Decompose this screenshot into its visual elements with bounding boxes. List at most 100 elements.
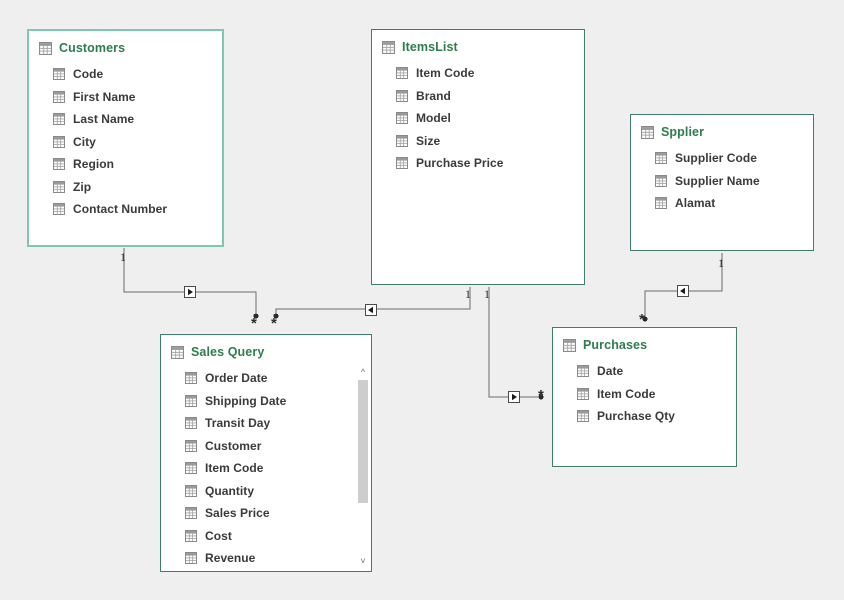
field-item[interactable]: Model — [396, 107, 584, 130]
field-label: Item Code — [597, 386, 656, 401]
field-item[interactable]: Purchase Qty — [577, 405, 736, 428]
field-item[interactable]: Zip — [53, 176, 222, 199]
arrow-right-icon[interactable] — [508, 391, 520, 403]
field-item[interactable]: Cost — [185, 525, 371, 548]
field-item[interactable]: First Name — [53, 86, 222, 109]
field-label: Code — [73, 67, 104, 82]
field-item[interactable]: Transit Day — [185, 412, 371, 435]
table-grid-icon — [171, 345, 184, 359]
field-item[interactable]: Revenue — [185, 547, 371, 570]
vertical-scrollbar[interactable]: ^˅ — [355, 365, 370, 569]
table-title-itemslist[interactable]: ItemsList — [372, 30, 584, 54]
field-item[interactable]: Quantity — [185, 480, 371, 503]
field-label: Item Code — [205, 461, 264, 476]
field-label: Contact Number — [73, 202, 168, 217]
field-label: First Name — [73, 89, 136, 104]
field-item[interactable]: Supplier Name — [655, 170, 813, 193]
field-grid-icon — [53, 113, 65, 126]
field-label: Last Name — [73, 112, 135, 127]
field-grid-icon — [53, 180, 65, 193]
field-grid-icon — [185, 552, 197, 565]
field-label: Sales Price — [205, 506, 270, 521]
arrow-left-icon[interactable] — [365, 304, 377, 316]
field-item[interactable]: Date — [577, 360, 736, 383]
field-item[interactable]: Region — [53, 153, 222, 176]
field-grid-icon — [396, 157, 408, 170]
table-grid-icon — [563, 338, 576, 352]
relationship-customers-salesquery[interactable] — [123, 248, 259, 319]
field-item[interactable]: Contact Number — [53, 198, 222, 221]
cardinality-label-purchases-many-b: * — [639, 311, 645, 328]
field-item[interactable]: Purchase Price — [396, 152, 584, 175]
field-item[interactable]: Customer — [185, 435, 371, 458]
field-item[interactable]: Sales Price — [185, 502, 371, 525]
field-item[interactable]: Order Date — [185, 367, 371, 390]
field-grid-icon — [655, 197, 667, 210]
field-grid-icon — [53, 68, 65, 81]
field-item[interactable]: Alamat — [655, 192, 813, 215]
field-label: Size — [416, 133, 441, 148]
field-item[interactable]: Code — [53, 63, 222, 86]
field-label: Zip — [73, 179, 92, 194]
field-grid-icon — [396, 89, 408, 102]
relationship-itemslist-salesquery[interactable] — [273, 287, 471, 319]
field-label: Quantity — [205, 483, 255, 498]
field-label: Customer — [205, 438, 262, 453]
cardinality-label-spplier-one: 1 — [718, 256, 724, 270]
field-item[interactable]: Item Code — [577, 383, 736, 406]
field-grid-icon — [396, 112, 408, 125]
field-label: Purchase Qty — [597, 409, 675, 424]
field-item[interactable]: Item Code — [396, 62, 584, 85]
field-item[interactable]: Last Name — [53, 108, 222, 131]
table-title-purchases[interactable]: Purchases — [553, 328, 736, 352]
cardinality-label-salesquery-many-a: * — [251, 315, 257, 332]
table-title-label: ItemsList — [402, 40, 458, 54]
field-item[interactable]: Supplier Code — [655, 147, 813, 170]
field-item[interactable]: Brand — [396, 85, 584, 108]
table-title-label: Purchases — [583, 338, 648, 352]
arrow-right-icon[interactable] — [184, 286, 196, 298]
cardinality-label-itemslist-one-a: 1 — [465, 287, 471, 301]
field-grid-icon — [577, 387, 589, 400]
field-label: Shipping Date — [205, 393, 287, 408]
field-label: Cost — [205, 528, 232, 543]
cardinality-label-purchases-many-a: * — [538, 387, 544, 404]
relationship-itemslist-purchases[interactable] — [488, 287, 544, 400]
field-grid-icon — [185, 439, 197, 452]
field-label: Supplier Code — [675, 151, 757, 166]
field-item[interactable]: Shipping Date — [185, 390, 371, 413]
field-label: Transit Day — [205, 416, 271, 431]
field-grid-icon — [185, 417, 197, 430]
field-grid-icon — [577, 365, 589, 378]
table-title-spplier[interactable]: Spplier — [631, 115, 813, 139]
field-grid-icon — [53, 90, 65, 103]
field-item[interactable]: Size — [396, 130, 584, 153]
cardinality-label-itemslist-one-b: 1 — [484, 287, 490, 301]
field-item[interactable]: City — [53, 131, 222, 154]
table-title-customers[interactable]: Customers — [29, 31, 222, 55]
scrollbar-thumb[interactable] — [358, 380, 368, 503]
field-grid-icon — [185, 529, 197, 542]
field-grid-icon — [185, 394, 197, 407]
table-title-salesquery[interactable]: Sales Query — [161, 335, 371, 359]
table-title-label: Customers — [59, 41, 126, 55]
field-item[interactable]: Item Code — [185, 457, 371, 480]
chevron-up-icon[interactable]: ^ — [360, 367, 366, 377]
field-grid-icon — [655, 174, 667, 187]
arrow-left-icon[interactable] — [677, 285, 689, 297]
field-grid-icon — [655, 152, 667, 165]
field-label: Supplier Name — [675, 173, 760, 188]
scrollbar-track[interactable] — [356, 380, 370, 554]
relationship-spplier-purchases[interactable] — [642, 253, 723, 322]
chevron-down-icon[interactable]: ˅ — [360, 556, 366, 566]
